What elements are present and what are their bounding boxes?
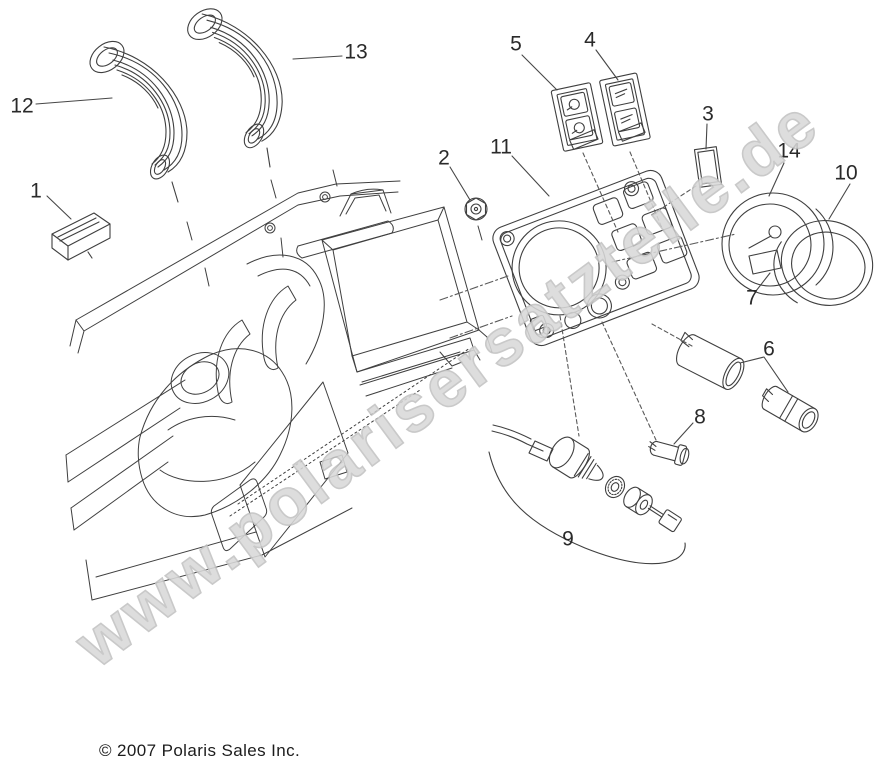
ignition-wire (492, 431, 543, 451)
switch-nut (620, 484, 655, 517)
callout-8: 8 (694, 405, 706, 429)
dashboard-line-art (66, 170, 492, 600)
leader-tick (172, 182, 178, 202)
panel-screw (613, 273, 631, 291)
callout-7: 7 (746, 286, 758, 310)
gauge-bezel (763, 207, 884, 322)
rocker-switch-awd (599, 73, 650, 146)
leader-lines (36, 50, 850, 444)
callout-6: 6 (763, 337, 775, 361)
ignition-wire (493, 425, 531, 439)
indicator-bulb (646, 437, 691, 467)
leader-tick (267, 148, 270, 167)
rocker-switch-lights (551, 83, 603, 152)
kit-bracket-curve (489, 452, 685, 564)
callout-9: 9 (562, 527, 574, 551)
gauge-needle-hub (769, 226, 781, 238)
panel-screw (498, 230, 516, 248)
ignition-key (645, 500, 682, 532)
decal-plate (694, 147, 721, 188)
callout-13: 13 (344, 40, 368, 64)
callout-5: 5 (510, 32, 522, 56)
outlet-socket (670, 331, 748, 393)
callout-4: 4 (584, 28, 596, 52)
gauge-needle (749, 236, 771, 248)
panel-screw (622, 180, 640, 198)
panel-screw (538, 321, 556, 339)
blanking-plug (52, 213, 110, 260)
callout-10: 10 (834, 161, 858, 185)
callout-14: 14 (777, 139, 801, 163)
callout-2: 2 (438, 146, 450, 170)
callout-1: 1 (30, 179, 42, 203)
ignition-connector (529, 441, 553, 461)
outlet-plug (757, 383, 822, 436)
lock-washer (602, 473, 629, 501)
callout-11: 11 (490, 135, 512, 159)
odometer-window (749, 250, 781, 274)
ignition-switch-kit (489, 425, 685, 564)
copyright-text: © 2007 Polaris Sales Inc. (99, 741, 301, 760)
instrument-panel-housing (489, 167, 702, 349)
speedometer-gauge (722, 193, 833, 295)
grab-grip-right (176, 0, 287, 153)
callout-3: 3 (702, 102, 714, 126)
assembly-dashed-lines (440, 152, 736, 440)
grab-grip-left (84, 35, 187, 182)
ignition-switch-body (544, 433, 611, 493)
callout-12: 12 (10, 94, 34, 118)
hex-nut (465, 198, 487, 220)
